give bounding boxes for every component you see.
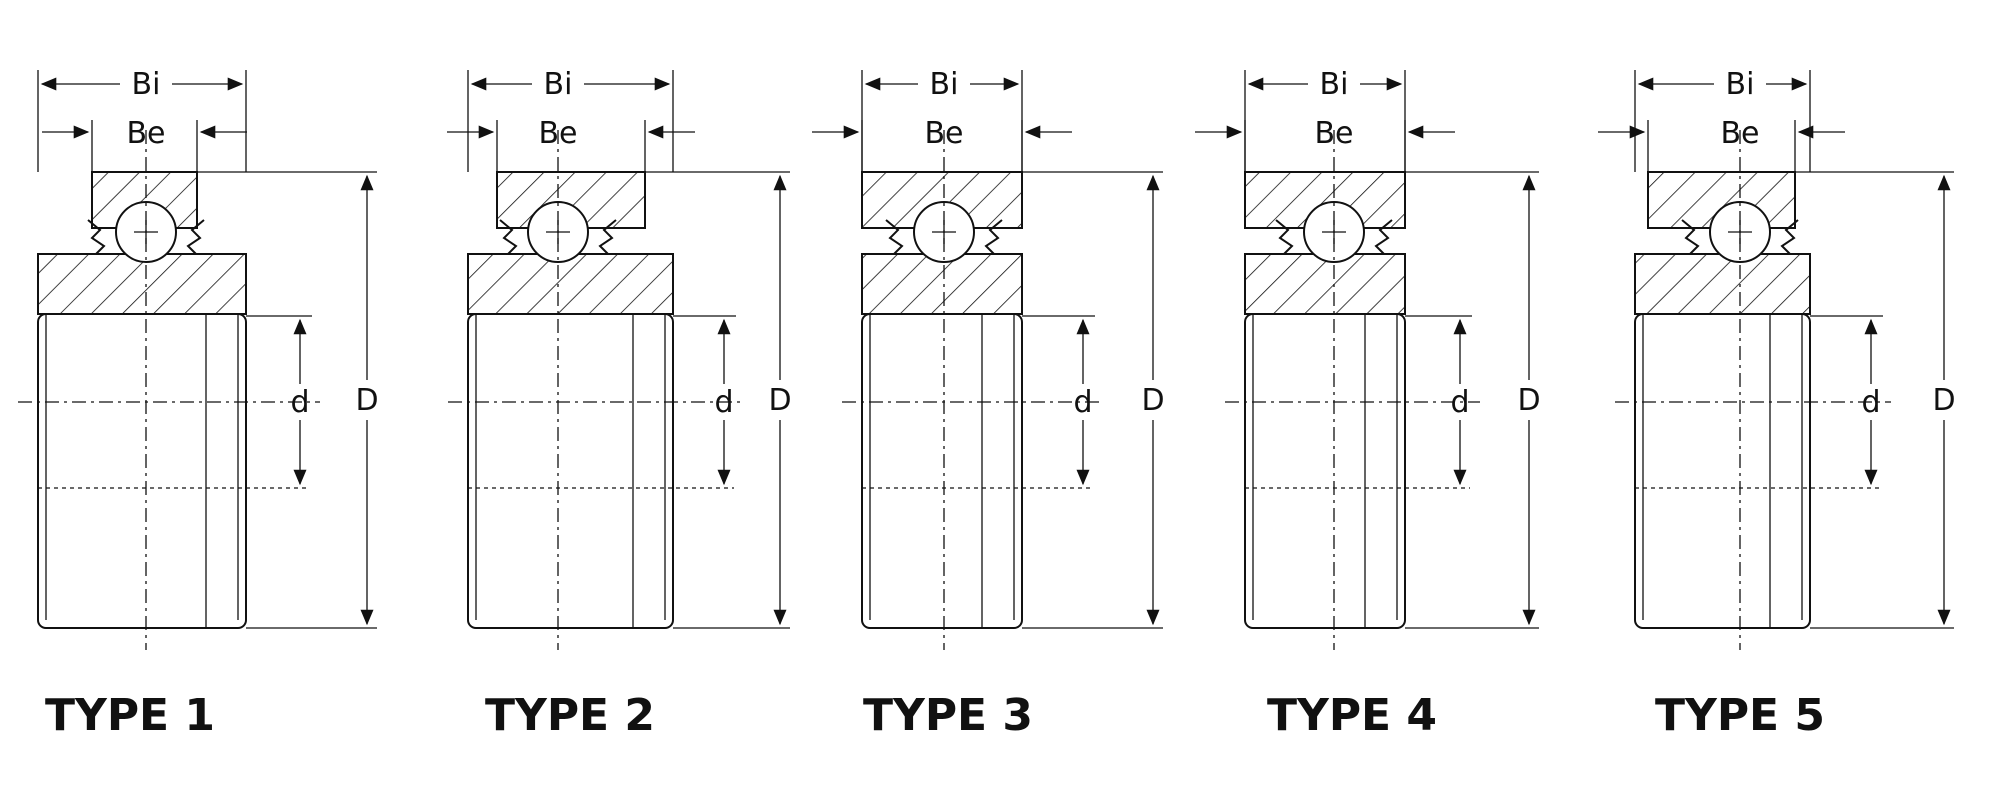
inner-ring xyxy=(37,253,247,315)
Bi-label: Bi xyxy=(1726,67,1755,102)
seal-right xyxy=(984,219,1003,255)
seal-left xyxy=(885,219,904,255)
D-label: D xyxy=(355,383,378,418)
seal-left xyxy=(1681,219,1700,255)
d-label: d xyxy=(714,385,733,420)
D-label: D xyxy=(1932,383,1955,418)
Bi-label: Bi xyxy=(132,67,161,102)
Be-label: Be xyxy=(1720,116,1759,151)
inner-ring-extension xyxy=(37,313,247,629)
inner-ring-extension xyxy=(467,313,674,629)
shaft-space xyxy=(1279,314,1389,628)
d-label: d xyxy=(1073,385,1092,420)
seal-right xyxy=(186,219,205,255)
type-label: TYPE 5 xyxy=(1655,690,1825,741)
d-label: d xyxy=(1861,385,1880,420)
d-label: d xyxy=(1450,385,1469,420)
Be-label: Be xyxy=(1314,116,1353,151)
inner-ring xyxy=(1634,253,1811,315)
Bi-label: Bi xyxy=(930,67,959,102)
D-label: D xyxy=(768,383,791,418)
seal-right xyxy=(598,219,617,255)
inner-ring xyxy=(467,253,674,315)
shaft-space xyxy=(503,314,613,628)
d-label: d xyxy=(290,385,309,420)
Bi-label: Bi xyxy=(1320,67,1349,102)
inner-ring-extension xyxy=(1244,313,1406,629)
seal-left xyxy=(1275,219,1294,255)
type-label: TYPE 2 xyxy=(485,690,655,741)
seal-right xyxy=(1374,219,1393,255)
D-label: D xyxy=(1517,383,1540,418)
inner-ring-extension xyxy=(1634,313,1811,629)
Bi-label: Bi xyxy=(544,67,573,102)
D-label: D xyxy=(1141,383,1164,418)
seal-left xyxy=(87,219,106,255)
shaft-space xyxy=(91,314,201,628)
inner-ring-extension xyxy=(861,313,1023,629)
inner-ring xyxy=(861,253,1023,315)
type-label: TYPE 3 xyxy=(863,690,1033,741)
Be-label: Be xyxy=(538,116,577,151)
seal-left xyxy=(499,219,518,255)
seal-right xyxy=(1780,219,1799,255)
Be-label: Be xyxy=(126,116,165,151)
Be-label: Be xyxy=(924,116,963,151)
inner-ring xyxy=(1244,253,1406,315)
shaft-space xyxy=(1685,314,1795,628)
type-label: TYPE 4 xyxy=(1267,690,1437,741)
type-label: TYPE 1 xyxy=(45,690,215,741)
